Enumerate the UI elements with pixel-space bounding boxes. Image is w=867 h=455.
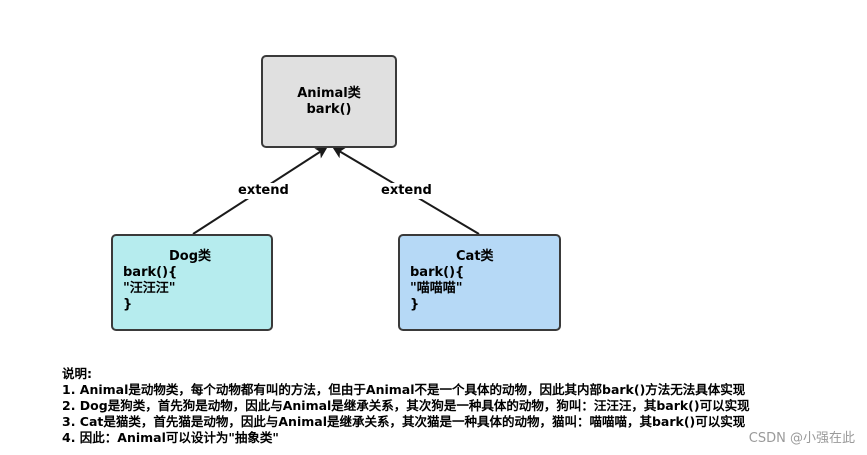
animal-class-method: bark() xyxy=(306,101,352,117)
dog-extend-label: extend xyxy=(236,183,291,199)
explanation-notes: 说明: 1. Animal是动物类，每个动物都有叫的方法，但由于Animal不是… xyxy=(62,366,750,446)
dog-method-line: bark(){ xyxy=(123,265,178,280)
cat-method-line: bark(){ xyxy=(410,265,465,280)
animal-class-box: Animal类 bark() xyxy=(261,55,397,148)
note-item: 3. Cat是猫类，首先猫是动物，因此与Animal是继承关系，其次猫是一种具体… xyxy=(62,414,746,429)
dog-method-line: "汪汪汪" xyxy=(123,281,176,296)
notes-heading: 说明: xyxy=(62,366,92,381)
note-item: 1. Animal是动物类，每个动物都有叫的方法，但由于Animal不是一个具体… xyxy=(62,382,746,397)
cat-extend-label: extend xyxy=(379,183,434,199)
cat-class-box: Cat类 bark(){ "喵喵喵" } xyxy=(398,234,561,331)
note-item: 4. 因此：Animal可以设计为"抽象类" xyxy=(62,430,279,445)
cat-method-line: "喵喵喵" xyxy=(410,281,463,296)
animal-class-title: Animal类 xyxy=(297,85,361,101)
dog-class-title: Dog类 xyxy=(169,249,212,264)
cat-class-title: Cat类 xyxy=(456,249,494,264)
dog-class-box: Dog类 bark(){ "汪汪汪" } xyxy=(111,234,273,331)
cat-method-line: } xyxy=(410,297,420,312)
note-item: 2. Dog是狗类，首先狗是动物，因此与Animal是继承关系，其次狗是一种具体… xyxy=(62,398,750,413)
csdn-watermark: CSDN @小强在此 xyxy=(748,431,855,446)
dog-method-line: } xyxy=(123,297,133,312)
